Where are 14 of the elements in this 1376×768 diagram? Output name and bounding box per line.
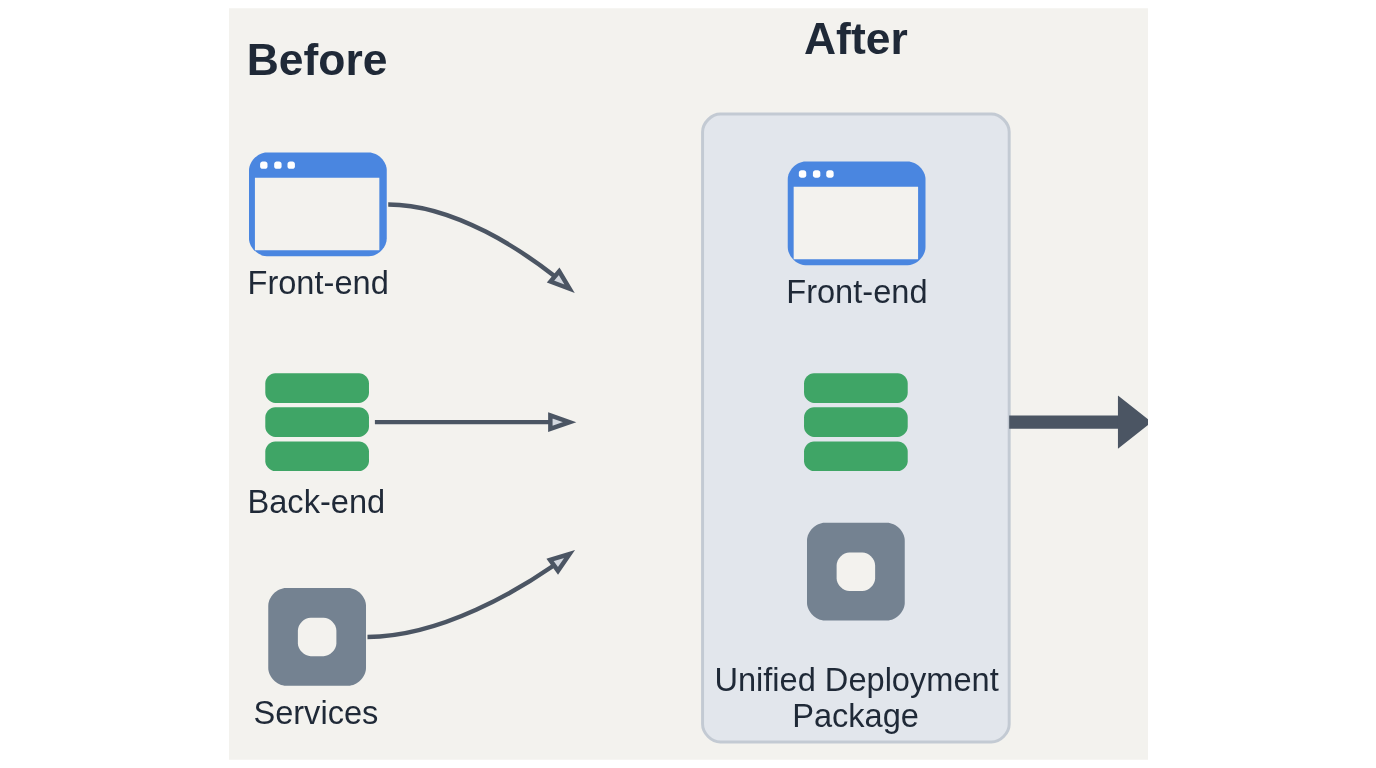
label: After [803,14,908,64]
node-box [787,161,925,266]
node-box [267,588,366,686]
arrow [366,550,575,640]
arrow [1008,395,1148,449]
node-label: Front-end [785,274,928,311]
node-label: Services [252,694,378,731]
node-gear [806,522,905,621]
node-label: Back-end [247,484,385,521]
arrow [374,412,576,432]
node-label: Front-end [247,265,389,302]
node-box [248,152,387,257]
label: Before [246,34,387,84]
arrow [387,202,575,294]
